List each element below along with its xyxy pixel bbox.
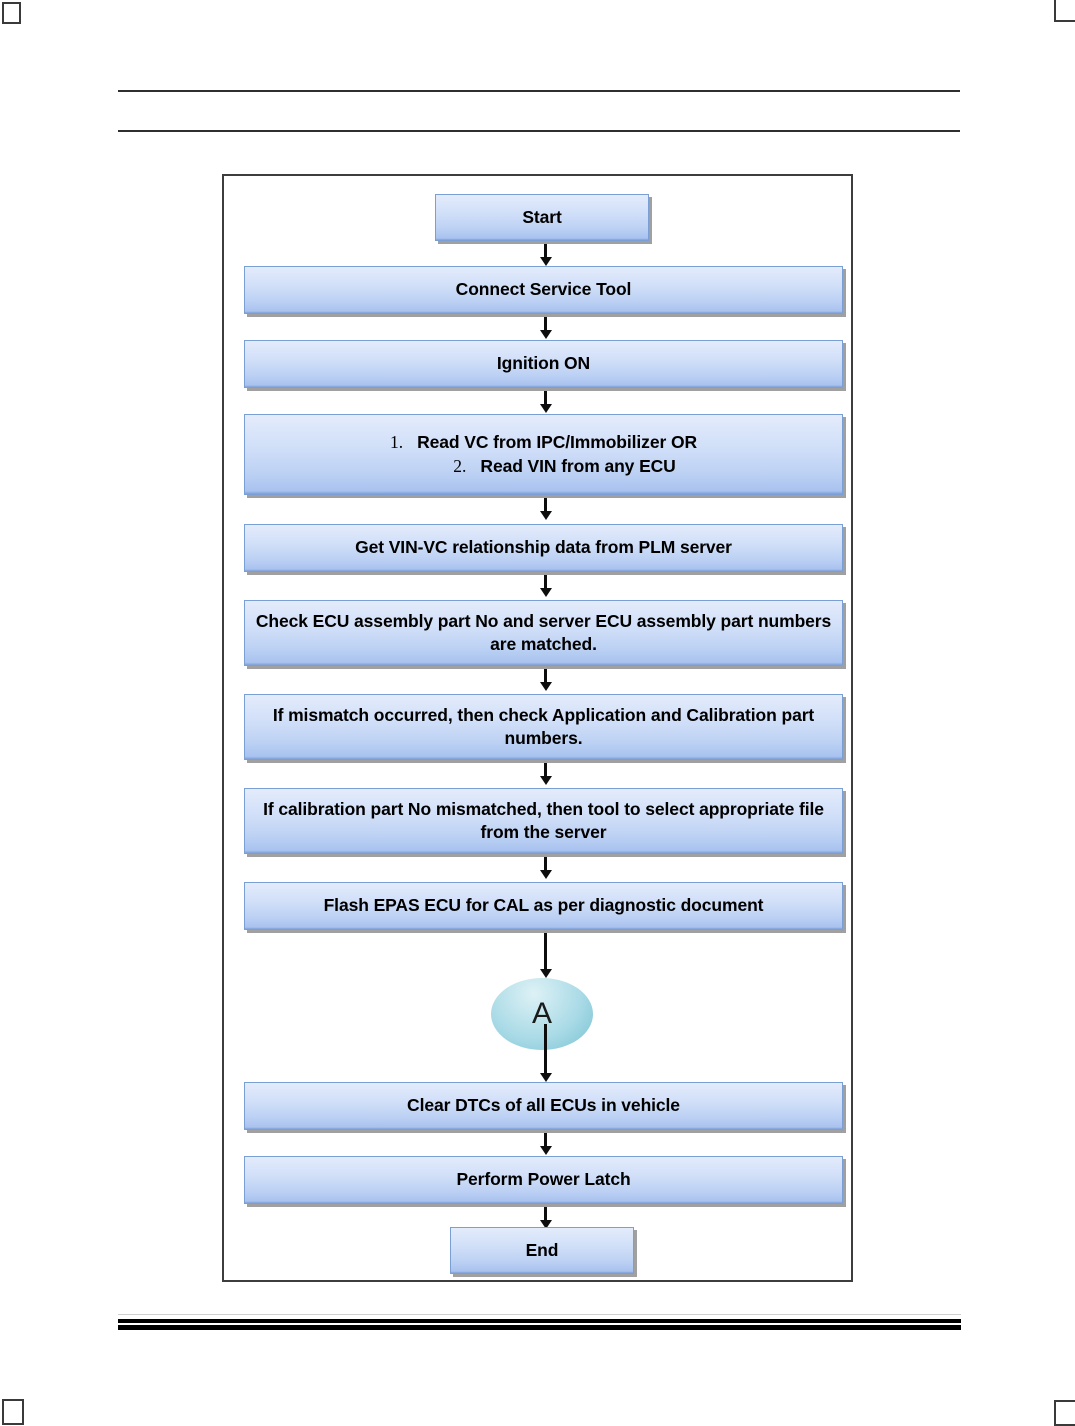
flowchart-frame: Start Connect Service Tool Ignition ON 1…: [222, 174, 853, 1282]
flow-arrow-checkecu-to-mismatch: [540, 669, 552, 691]
flow-arrow-mismatch-to-calselect: [540, 763, 552, 785]
corner-mark-top-right: [1054, 0, 1075, 22]
flow-arrow-getdata-to-checkecu: [540, 575, 552, 597]
flow-node-flash-epas-ecu: Flash EPAS ECU for CAL as per diagnostic…: [244, 882, 843, 930]
flow-node-read-line-1: 1. Read VC from IPC/Immobilizer OR: [390, 431, 697, 454]
flow-node-ignition-on-label: Ignition ON: [496, 353, 591, 374]
footer-rules: [118, 1314, 961, 1330]
flow-arrow-ignition-to-read: [540, 391, 552, 413]
flow-node-connector-a-label: A: [531, 997, 552, 1030]
flow-node-calibration-select-file: If calibration part No mismatched, then …: [244, 788, 843, 854]
flow-node-clear-dtcs: Clear DTCs of all ECUs in vehicle: [244, 1082, 843, 1130]
footer-rule-secondary: [118, 1325, 961, 1330]
header-rule-bottom: [118, 130, 960, 132]
flow-node-read-line-2-text: Read VIN from any ECU: [480, 455, 676, 476]
flow-node-start: Start: [435, 194, 649, 241]
corner-mark-top-left: [2, 2, 21, 24]
flow-node-if-mismatch-label: If mismatch occurred, then check Applica…: [272, 704, 815, 748]
flow-node-read-line-1-number: 1.: [390, 432, 404, 453]
flow-node-if-mismatch: If mismatch occurred, then check Applica…: [244, 694, 843, 760]
flow-arrow-start-to-connect: [540, 244, 552, 266]
flow-node-perform-power-latch-label: Perform Power Latch: [456, 1169, 631, 1190]
flow-arrow-read-to-getdata: [540, 498, 552, 520]
flow-node-check-ecu-assembly-label: Check ECU assembly part No and server EC…: [255, 610, 832, 654]
flow-arrow-calselect-to-flash: [540, 857, 552, 879]
footer-rule-thin: [118, 1314, 961, 1315]
flow-arrow-connector-a-to-cleardtc: [540, 1024, 552, 1082]
flow-node-flash-epas-ecu-label: Flash EPAS ECU for CAL as per diagnostic…: [323, 895, 764, 916]
flow-arrow-powerlatch-to-end: [540, 1207, 552, 1229]
flow-node-read-vc-vin: 1. Read VC from IPC/Immobilizer OR 2. Read…: [244, 414, 843, 495]
corner-mark-bottom-left: [2, 1399, 24, 1425]
flow-node-connect-service-tool-label: Connect Service Tool: [455, 279, 632, 300]
flow-node-end: End: [450, 1227, 634, 1274]
flow-node-clear-dtcs-label: Clear DTCs of all ECUs in vehicle: [407, 1095, 680, 1116]
flow-node-read-line-2: 2. Read VIN from any ECU: [411, 455, 676, 478]
flow-node-calibration-select-file-label: If calibration part No mismatched, then …: [263, 798, 824, 842]
header-rule-top: [118, 90, 960, 92]
flow-arrow-cleardtc-to-powerlatch: [540, 1133, 552, 1155]
flow-node-start-label: Start: [522, 206, 562, 227]
flow-node-read-line-2-number: 2.: [453, 455, 467, 476]
flow-node-ignition-on: Ignition ON: [244, 340, 843, 388]
flow-node-read-line-1-text: Read VC from IPC/Immobilizer OR: [417, 432, 697, 453]
flow-node-end-label: End: [525, 1239, 559, 1260]
flow-node-check-ecu-assembly: Check ECU assembly part No and server EC…: [244, 600, 843, 666]
flow-node-perform-power-latch: Perform Power Latch: [244, 1156, 843, 1204]
flow-node-connector-a: A: [491, 978, 593, 1050]
footer-rule-primary: [118, 1319, 961, 1323]
corner-mark-bottom-right: [1054, 1400, 1075, 1426]
flow-arrow-flash-to-connector-a: [540, 933, 552, 978]
flow-node-get-vin-vc-data: Get VIN-VC relationship data from PLM se…: [244, 524, 843, 572]
flow-node-get-vin-vc-data-label: Get VIN-VC relationship data from PLM se…: [355, 537, 732, 558]
flow-node-connect-service-tool: Connect Service Tool: [244, 266, 843, 314]
flow-arrow-connect-to-ignition: [540, 317, 552, 339]
